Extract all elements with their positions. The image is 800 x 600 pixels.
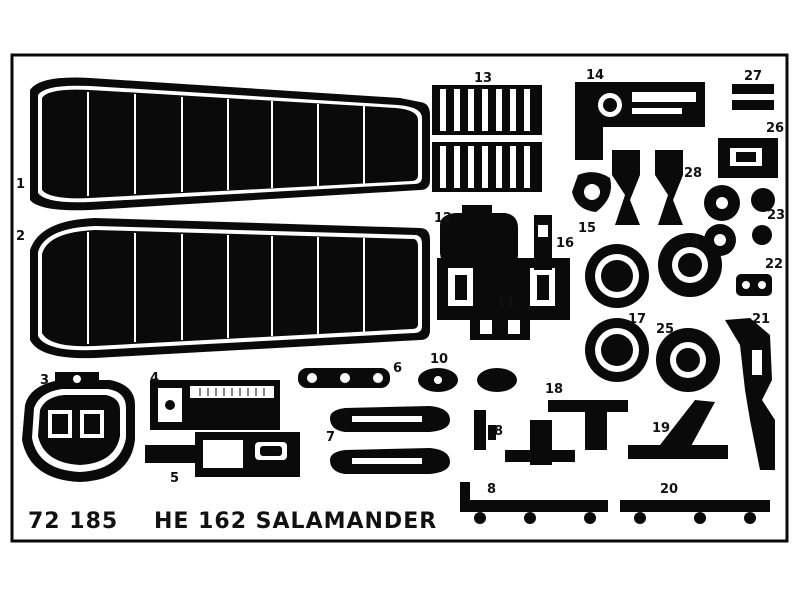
- part-19-lever: [628, 400, 728, 459]
- kit-number: 72 185: [28, 509, 118, 534]
- label-22: 22: [765, 257, 783, 272]
- label-12: 12: [434, 211, 452, 226]
- label-2: 2: [16, 229, 25, 244]
- part-6-strip: [298, 368, 390, 388]
- part-26-frame: [718, 138, 778, 178]
- label-28: 28: [684, 166, 702, 181]
- part-15-ring: [572, 172, 612, 212]
- label-23: 23: [767, 208, 785, 223]
- part-7-strips: [330, 406, 450, 474]
- label-13: 13: [474, 71, 492, 86]
- part-12-box: [440, 205, 518, 267]
- label-4: 4: [150, 371, 159, 386]
- part-17-wheels: [585, 244, 649, 382]
- part-8-pedal: [474, 410, 496, 450]
- label-1: 1: [16, 177, 25, 192]
- kit-title: HE 162 SALAMANDER: [154, 509, 437, 534]
- label-18: 18: [545, 382, 563, 397]
- label-8-rail: 8: [487, 482, 496, 497]
- label-19: 19: [652, 421, 670, 436]
- part-11-frame: [437, 258, 570, 340]
- label-24: 24: [682, 235, 700, 250]
- part-10-pieces: [418, 368, 517, 392]
- part-21-strut: [725, 318, 775, 470]
- part-16-bracket: [534, 215, 552, 270]
- label-21: 21: [752, 312, 770, 327]
- label-10: 10: [430, 352, 448, 367]
- label-11: 11: [497, 296, 515, 311]
- label-3: 3: [40, 373, 49, 388]
- label-16: 16: [556, 236, 574, 251]
- part-8-rail: [460, 482, 608, 524]
- label-26: 26: [766, 121, 784, 136]
- label-14: 14: [586, 68, 604, 83]
- part-20-rail: [620, 500, 770, 524]
- label-20: 20: [660, 482, 678, 497]
- part-3-hatch: [22, 372, 135, 482]
- label-25: 25: [656, 322, 674, 337]
- label-6: 6: [393, 361, 402, 376]
- part-28-brackets: [612, 150, 683, 225]
- label-5: 5: [170, 471, 179, 486]
- part-number-labels: 1 2 3 4 5 6 7 8 8 10 11 12 13 14 15 16 1…: [16, 68, 785, 497]
- part-1-panel: [30, 77, 430, 211]
- part-27-bars: [732, 84, 774, 110]
- part-23-24-discs: [704, 185, 775, 256]
- part-14-instrument: [575, 82, 705, 160]
- part-22-clips: [736, 274, 772, 296]
- part-2-panel: [30, 218, 430, 359]
- part-13-racks: [432, 85, 542, 192]
- label-8-small: 8: [494, 424, 503, 439]
- label-7: 7: [326, 430, 335, 445]
- label-27: 27: [744, 69, 762, 84]
- part-25-tyres: [656, 233, 722, 392]
- label-15: 15: [578, 221, 596, 236]
- part-18-linkage: [505, 400, 628, 465]
- part-5-plate: [145, 432, 300, 477]
- part-4-panel: [150, 380, 280, 430]
- label-17: 17: [628, 312, 646, 327]
- fret-border: [10, 53, 789, 543]
